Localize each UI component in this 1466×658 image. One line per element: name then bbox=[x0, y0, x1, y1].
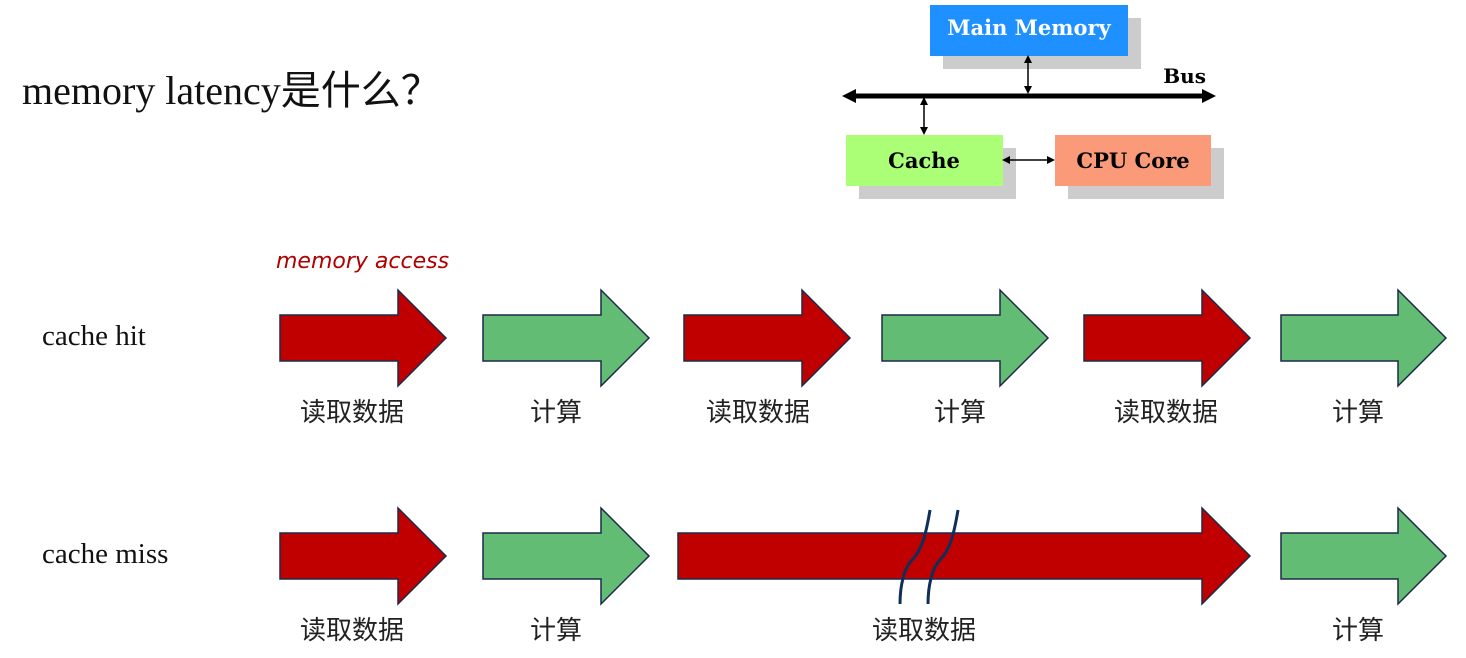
timeline-arrows bbox=[279, 288, 1448, 606]
read-data-arrow bbox=[683, 288, 852, 388]
read-data-arrow bbox=[1083, 288, 1252, 388]
step-label: 读取数据 bbox=[705, 398, 811, 428]
main-memory-label: Main Memory bbox=[947, 15, 1111, 40]
step-label: 读取数据 bbox=[299, 398, 405, 428]
compute-arrow bbox=[1280, 288, 1448, 388]
compute-arrow bbox=[482, 288, 651, 388]
break-mark bbox=[926, 509, 960, 605]
read-data-arrow bbox=[279, 506, 448, 606]
step-label: 计算 bbox=[529, 616, 583, 646]
step-label: 读取数据 bbox=[871, 616, 977, 646]
compute-arrow bbox=[482, 506, 651, 606]
page-title: memory latency是什么？ bbox=[22, 68, 441, 113]
step-label: 读取数据 bbox=[299, 616, 405, 646]
compute-arrow bbox=[1280, 506, 1448, 606]
step-label: 计算 bbox=[1331, 398, 1385, 428]
row-label-cache-miss: cache miss bbox=[42, 538, 169, 570]
memory-access-annotation: memory access bbox=[276, 249, 450, 274]
cpu-core-box bbox=[1055, 135, 1211, 186]
cpu-core-label: CPU Core bbox=[1076, 148, 1189, 173]
step-label: 计算 bbox=[933, 398, 987, 428]
main-memory-box bbox=[930, 5, 1128, 56]
bus-arrow-left bbox=[842, 89, 856, 103]
row-label-cache-hit: cache hit bbox=[42, 320, 146, 352]
compute-arrow bbox=[881, 288, 1050, 388]
bus-label: Bus bbox=[1163, 64, 1206, 88]
bus-arrow-right bbox=[1202, 89, 1216, 103]
cache-label: Cache bbox=[888, 148, 960, 173]
cache-box bbox=[846, 135, 1003, 186]
step-label: 计算 bbox=[1331, 616, 1385, 646]
break-mark bbox=[898, 509, 932, 605]
step-label: 读取数据 bbox=[1113, 398, 1219, 428]
read-data-arrow bbox=[279, 288, 448, 388]
read-data-arrow bbox=[677, 506, 1252, 606]
step-label: 计算 bbox=[529, 398, 583, 428]
